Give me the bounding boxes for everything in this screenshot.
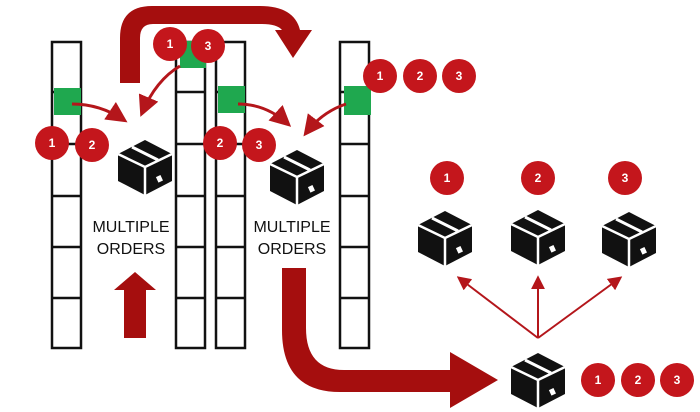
order-badge-label: 3 — [205, 39, 212, 53]
badge-group-middle-side: 2 3 — [203, 126, 276, 162]
order-badge — [403, 59, 437, 93]
green-bin-icon — [218, 86, 245, 113]
split-arrow-left — [456, 276, 539, 339]
order-badge — [75, 128, 109, 162]
order-badge-label: 2 — [89, 138, 96, 152]
order-badge-label: 1 — [377, 69, 384, 83]
badge-group-top-left: 1 3 — [153, 27, 225, 63]
order-badge-label: 1 — [49, 136, 56, 150]
order-badge — [442, 59, 476, 93]
order-badge-label: 2 — [417, 69, 424, 83]
split-arrow-right — [537, 276, 623, 339]
order-badge — [581, 363, 615, 397]
order-badge-label: 3 — [674, 373, 681, 387]
order-badge-label: 1 — [595, 373, 602, 387]
order-badge — [363, 59, 397, 93]
order-badge — [203, 126, 237, 160]
order-badge — [191, 29, 225, 63]
package-box-icon — [268, 148, 326, 207]
package-box-icon — [116, 138, 174, 197]
left-caption-line2: ORDERS — [97, 241, 165, 258]
order-badge — [153, 27, 187, 61]
bottom-curved-arrow-icon — [282, 268, 498, 408]
package-box-icon — [416, 209, 474, 268]
order-badge-label: 1 — [444, 171, 451, 185]
order-badge — [430, 161, 464, 195]
order-badge-label: 3 — [256, 138, 263, 152]
package-box-icon — [509, 208, 567, 267]
top-curved-arrow-icon — [120, 6, 312, 83]
right-caption-line1: MULTIPLE — [253, 219, 330, 236]
order-badge-label: 1 — [167, 37, 174, 51]
order-badge — [621, 363, 655, 397]
arrow-to-right-box-from-rack — [303, 102, 347, 137]
order-badge-label: 2 — [217, 136, 224, 150]
badge-group-left-side: 1 2 — [35, 126, 109, 162]
arrow-to-right-box — [237, 102, 292, 127]
order-badge — [608, 161, 642, 195]
package-box-icon — [600, 210, 658, 269]
rack-column-1 — [50, 40, 83, 350]
arrow-to-left-box-top — [138, 64, 181, 117]
order-badge — [660, 363, 694, 397]
up-arrow-icon — [114, 272, 156, 338]
left-caption-line1: MULTIPLE — [92, 219, 169, 236]
green-bin-icon — [54, 88, 81, 115]
package-box-icon — [509, 351, 567, 410]
arrow-to-left-box — [71, 101, 128, 123]
order-badge-label: 2 — [535, 171, 542, 185]
rack-column-2 — [174, 40, 207, 350]
order-badge — [35, 126, 69, 160]
order-badge-label: 3 — [622, 171, 629, 185]
order-badge-label: 3 — [456, 69, 463, 83]
green-bin-icon — [344, 86, 371, 115]
badge-group-final: 1 2 3 — [581, 363, 694, 397]
rack-column-4 — [338, 40, 371, 350]
right-caption-line2: ORDERS — [258, 241, 326, 258]
order-badge — [521, 161, 555, 195]
order-badge-label: 2 — [635, 373, 642, 387]
badge-group-top-right: 1 2 3 — [363, 59, 476, 93]
order-badge — [242, 128, 276, 162]
